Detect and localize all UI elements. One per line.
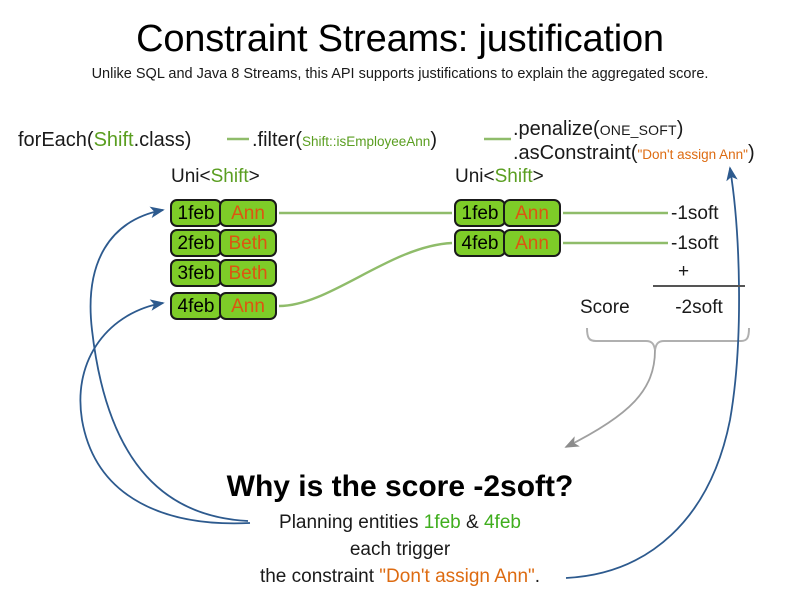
connector-left4feb-right4feb <box>278 241 453 308</box>
code-penalize-prefix: .penalize( <box>513 118 600 140</box>
fact-date: 1feb <box>170 199 222 227</box>
code-penalize-arg: ONE_SOFT <box>599 122 677 138</box>
code-filter-arg: Shift::isEmployeeAnn <box>302 134 431 149</box>
uni-right-suffix: > <box>532 166 544 187</box>
explanation-entity-1feb: 1feb <box>423 512 461 533</box>
explanation-line-3: the constraint "Don't assign Ann". <box>0 566 800 588</box>
fact-employee: Beth <box>219 259 277 287</box>
explanation-line-3-a: the constraint <box>259 566 380 587</box>
fact-employee: Ann <box>503 229 561 257</box>
fact-date: 1feb <box>454 199 506 227</box>
penalty-value: -1soft <box>671 233 719 254</box>
fact-date: 3feb <box>170 259 222 287</box>
uni-label-right: Uni<Shift> <box>455 166 544 188</box>
uni-left-prefix: Uni< <box>171 166 211 187</box>
fact-employee: Ann <box>219 292 277 320</box>
code-filter-prefix: .filter( <box>252 129 302 151</box>
code-foreach-prefix: forEach( <box>18 129 94 151</box>
code-foreach: forEach(Shift.class) <box>18 129 191 152</box>
slide-subtitle: Unlike SQL and Java 8 Streams, this API … <box>91 66 709 82</box>
code-filter-suffix: ) <box>430 129 437 151</box>
fact-row: 3feb Beth <box>170 259 277 287</box>
explanation-entity-4feb: 4feb <box>483 512 521 533</box>
score-brace <box>586 327 750 351</box>
code-as-constraint-arg: "Don't assign Ann" <box>637 147 748 162</box>
score-total: -2soft <box>675 297 723 318</box>
fact-row: 4feb Ann <box>170 292 277 320</box>
code-penalize-suffix: ) <box>676 118 684 140</box>
uni-left-suffix: > <box>248 166 260 187</box>
fact-row: 2feb Beth <box>170 229 277 257</box>
fact-employee: Beth <box>219 229 277 257</box>
uni-left-type: Shift <box>210 166 249 187</box>
code-filter: .filter(Shift::isEmployeeAnn) <box>252 129 437 152</box>
score-brace-arrow <box>564 349 656 448</box>
sum-rule <box>653 285 745 287</box>
uni-right-type: Shift <box>494 166 533 187</box>
uni-label-left: Uni<Shift> <box>171 166 260 188</box>
code-penalize: .penalize(ONE_SOFT) <box>513 118 683 141</box>
explanation-line-3-c: . <box>534 566 541 587</box>
code-as-constraint-prefix: .asConstraint( <box>513 142 638 164</box>
code-as-constraint-suffix: ) <box>747 142 755 164</box>
fact-employee: Ann <box>219 199 277 227</box>
fact-date: 4feb <box>454 229 506 257</box>
fact-employee: Ann <box>503 199 561 227</box>
fact-row: 4feb Ann <box>454 229 561 257</box>
code-as-constraint: .asConstraint("Don't assign Ann") <box>513 142 755 165</box>
explanation-line-1-c: & <box>460 512 484 533</box>
explanation-heading: Why is the score -2soft? <box>226 470 574 503</box>
fact-row: 1feb Ann <box>454 199 561 227</box>
code-foreach-suffix: .class) <box>133 129 192 151</box>
slide-title: Constraint Streams: justification <box>136 18 664 60</box>
sum-operator: + <box>678 261 690 282</box>
explanation-constraint-name: "Don't assign Ann" <box>379 566 535 587</box>
fact-date: 4feb <box>170 292 222 320</box>
fact-date: 2feb <box>170 229 222 257</box>
score-label: Score <box>580 297 630 318</box>
uni-right-prefix: Uni< <box>455 166 495 187</box>
explanation-line-1: Planning entities 1feb & 4feb <box>0 512 800 534</box>
explanation-line-2: each trigger <box>349 539 451 560</box>
explanation-line-1-a: Planning entities <box>279 512 424 533</box>
penalty-value: -1soft <box>671 203 719 224</box>
fact-row: 1feb Ann <box>170 199 277 227</box>
code-foreach-type: Shift <box>93 129 134 151</box>
